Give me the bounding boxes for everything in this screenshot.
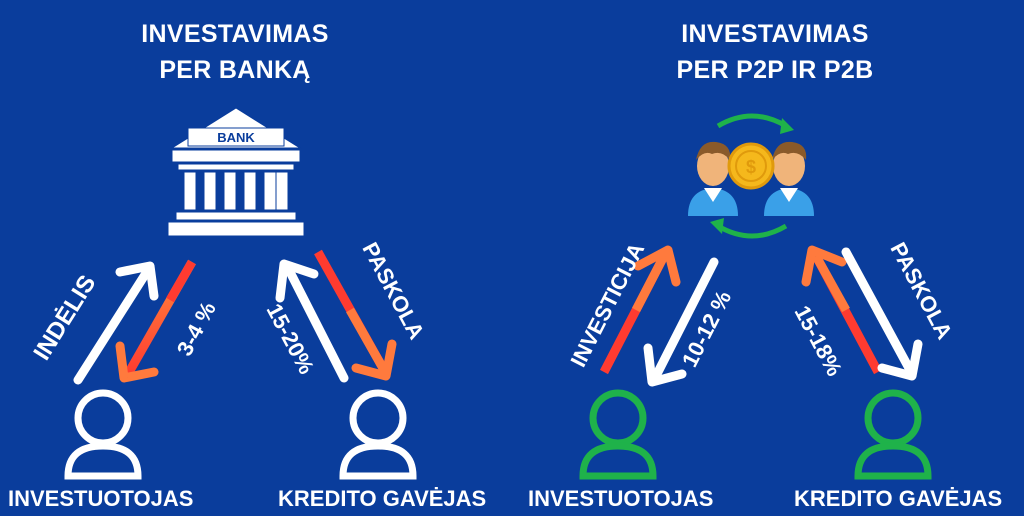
left-investor-label: INVESTUOTOJAS [8, 486, 194, 511]
left-title-line1: INVESTAVIMAS [141, 20, 329, 48]
left-arrow-return-up [275, 259, 349, 383]
right-arrow-return-up [801, 245, 882, 375]
right-title-line1: INVESTAVIMAS [681, 20, 869, 48]
right-title: INVESTAVIMAS PER P2P IR P2B [640, 16, 910, 88]
bank-icon [167, 107, 305, 237]
left-investor-person-icon [64, 389, 142, 480]
right-arrow-investment-up [600, 245, 681, 375]
right-arrow-loan-down [841, 247, 923, 381]
left-arrow-loan-down [314, 249, 397, 381]
bank-sign-label: BANK [217, 130, 255, 145]
svg-text:$: $ [746, 157, 756, 177]
right-borrower-person-icon [854, 389, 932, 480]
p2p-exchange-icon: $ [688, 113, 814, 239]
left-title-line2: PER BANKĄ [159, 56, 311, 84]
right-arrow-interest-down [643, 257, 719, 387]
right-investor-person-icon [579, 389, 657, 480]
left-borrower-label: KREDITO GAVĖJAS [278, 486, 487, 511]
left-arrow-deposit-up [73, 261, 159, 385]
left-title: INVESTAVIMAS PER BANKĄ [110, 16, 360, 88]
right-title-line2: PER P2P IR P2B [676, 56, 874, 84]
right-investor-label: INVESTUOTOJAS [528, 486, 714, 511]
left-borrower-person-icon [339, 389, 417, 480]
right-borrower-label: KREDITO GAVĖJAS [794, 486, 1003, 511]
left-arrow-interest-down [115, 259, 196, 383]
